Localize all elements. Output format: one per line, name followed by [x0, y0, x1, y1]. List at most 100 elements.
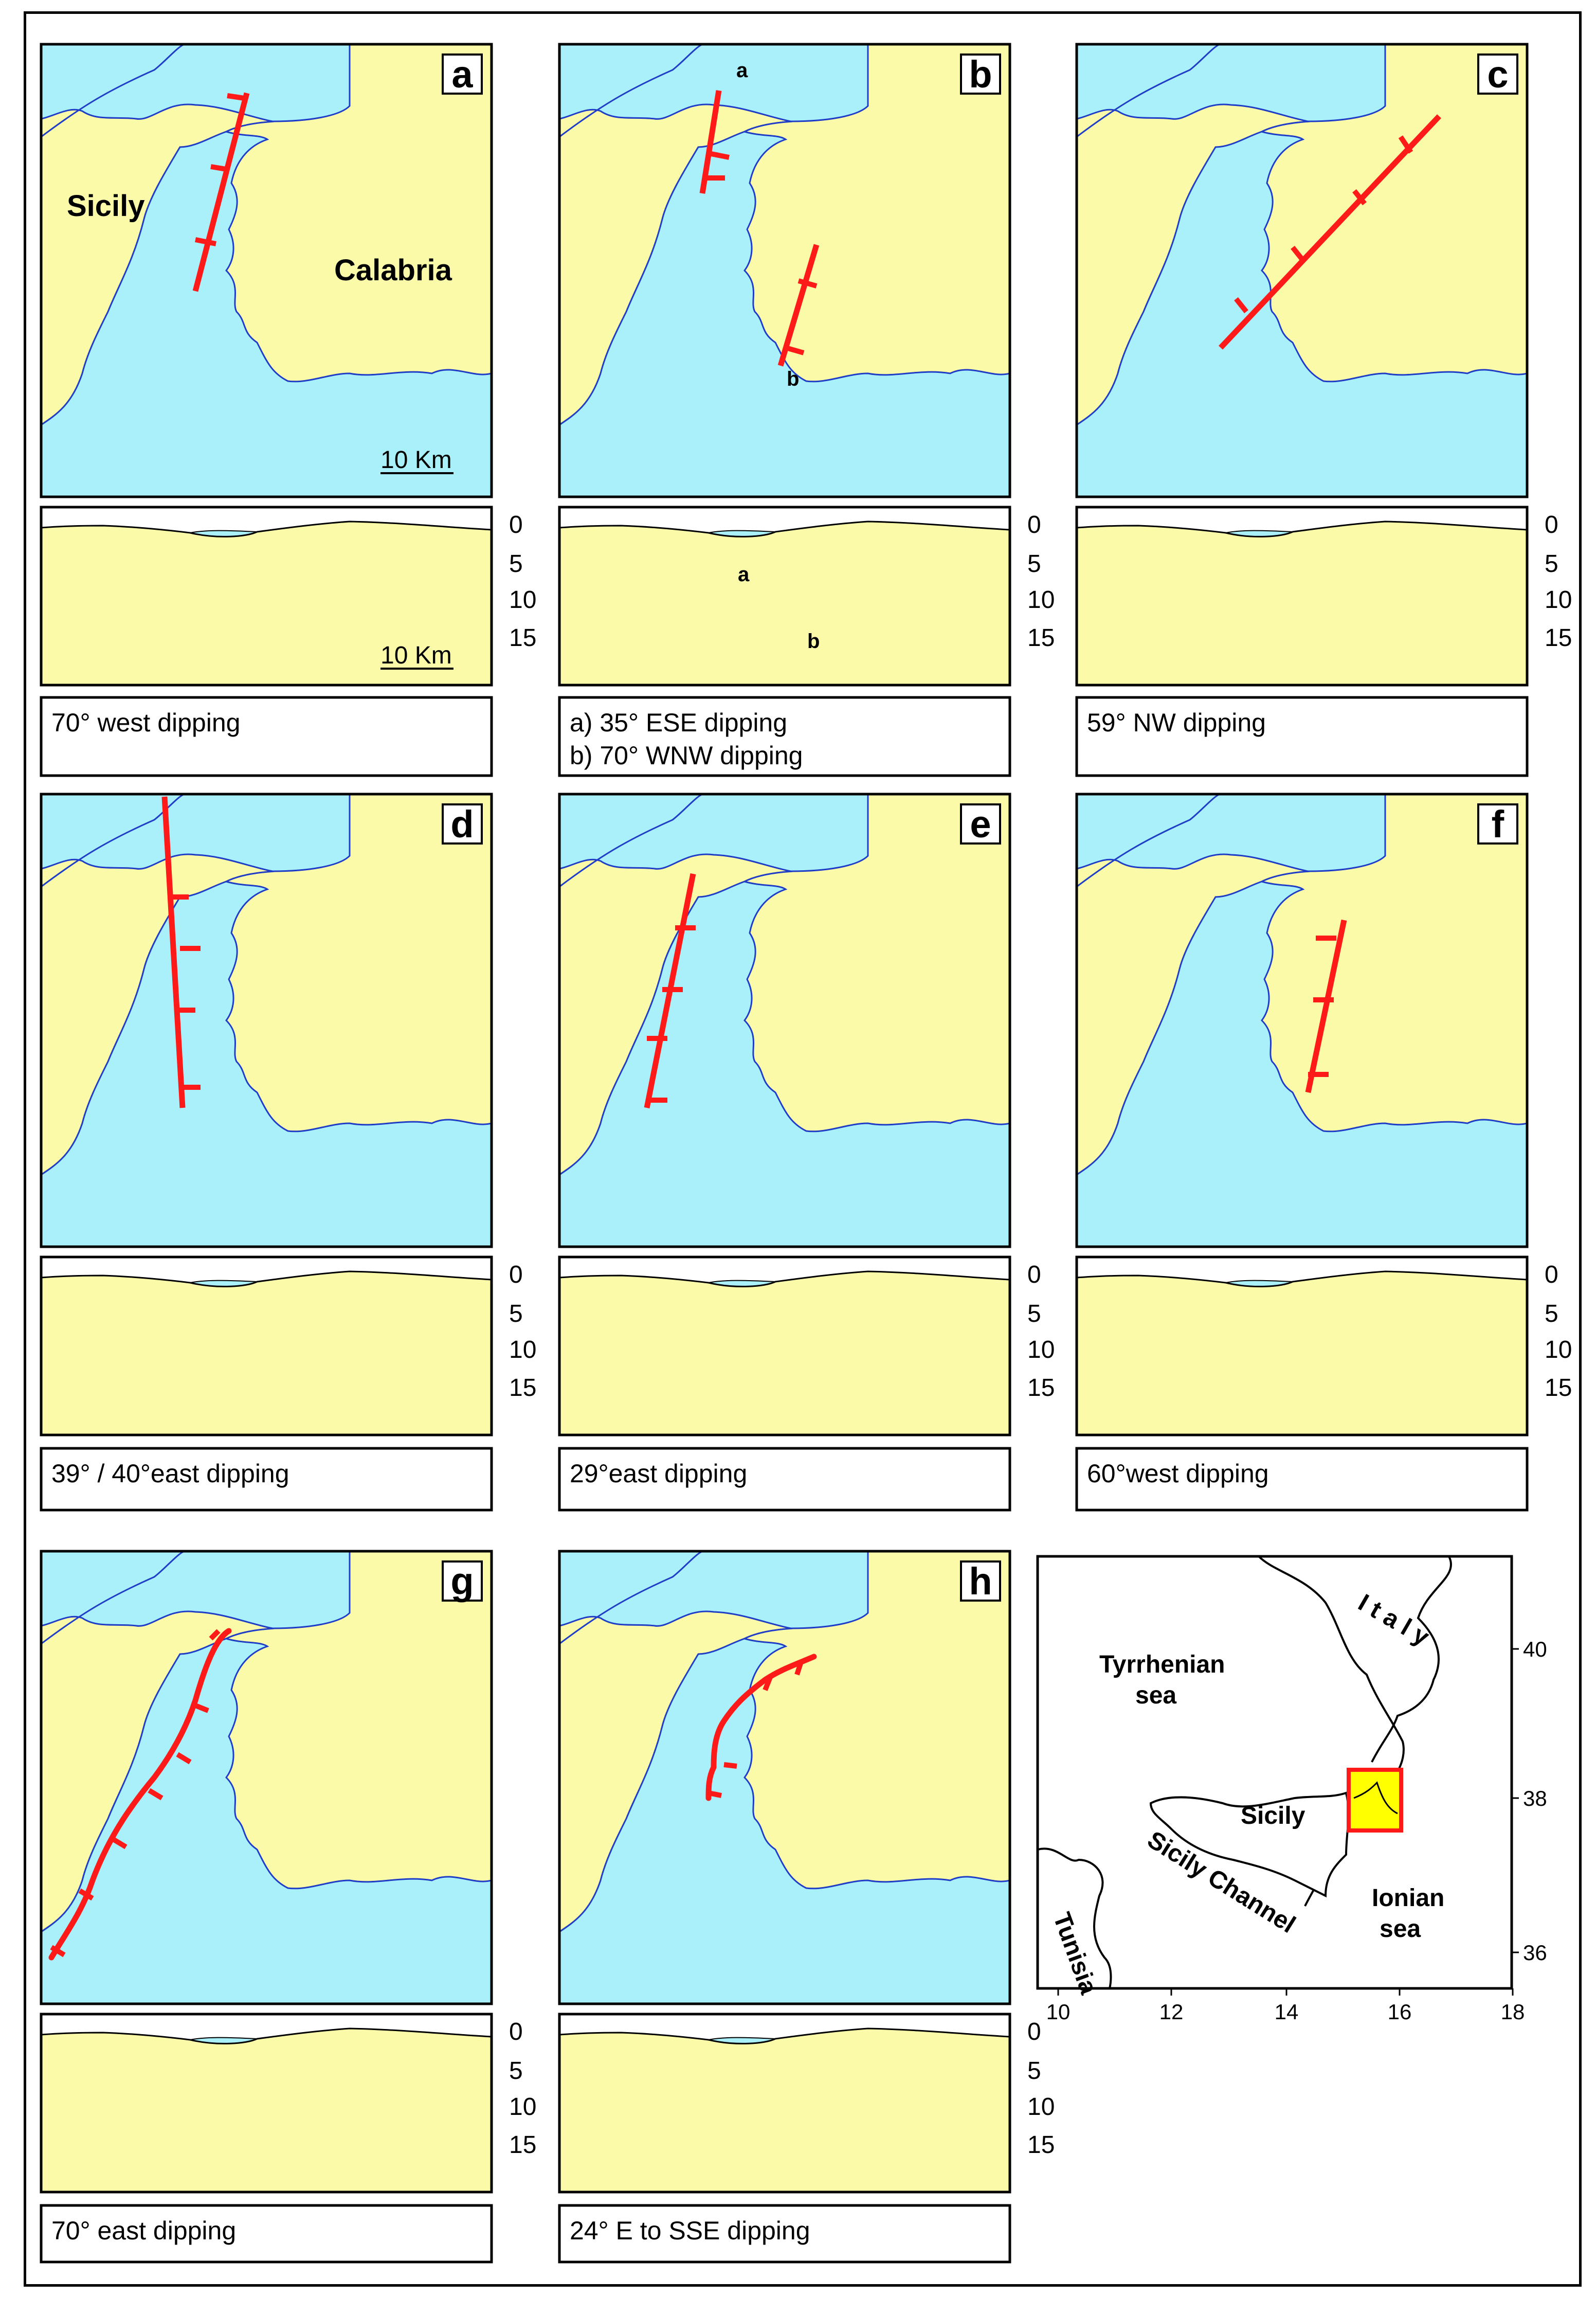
section-panel-c: [1077, 507, 1527, 685]
caption-text-b: a) 35° ESE dipping: [570, 708, 787, 737]
section-topography: [41, 2027, 492, 2044]
section-border-b: [558, 506, 1011, 687]
calabria-landmass: [224, 794, 492, 1133]
panel-letter-a: a: [451, 53, 473, 96]
label-sicily: Sicily: [67, 189, 145, 223]
fault-dip-tick: [1291, 245, 1305, 262]
panel-letter-box-a: a: [442, 53, 483, 96]
fault-dip-tick: [785, 345, 805, 355]
section-topography: [41, 520, 492, 537]
fault-trace-d: [161, 796, 186, 1108]
depth-tick-label: 0: [1027, 2018, 1041, 2045]
fault-dip-tick: [723, 1762, 737, 1769]
caption-text-c: 59° NW dipping: [1087, 708, 1266, 737]
section-crust: [559, 1257, 1010, 1435]
depth-tick-label: 5: [509, 550, 523, 578]
map-panel-a: [41, 44, 492, 497]
map-border-f: [1075, 793, 1529, 1248]
section-panel-b: [559, 507, 1010, 685]
map-border-d: [40, 793, 493, 1248]
inset-label-tyrrhenian-sea: sea: [1135, 1682, 1176, 1709]
section-sky: [41, 507, 492, 537]
northern-coastline: [41, 794, 186, 888]
section-sky: [41, 1257, 492, 1287]
inset-border: [1036, 1555, 1513, 1990]
calabria-landmass: [742, 44, 1010, 383]
northern-coastline: [41, 44, 186, 138]
scale-bar-label-section: 10 Km: [380, 642, 452, 669]
depth-tick-label: 5: [1545, 550, 1558, 578]
section-panel-g: [41, 2014, 492, 2192]
section-border-g: [40, 2013, 493, 2194]
section-border-h: [558, 2013, 1011, 2194]
section-panel-a: [41, 507, 492, 685]
fault-dip-tick: [1234, 297, 1248, 314]
section-crust: [41, 507, 492, 685]
section-border-a: [40, 506, 493, 687]
map-panel-e: [559, 794, 1010, 1247]
depth-tick-label: 15: [1545, 1374, 1572, 1402]
inset-lat-tick-label: 36: [1523, 1941, 1547, 1965]
panel-letter-frame: [1477, 53, 1518, 95]
caption-box-a: [40, 696, 493, 777]
panel-letter-box-g: g: [442, 1560, 483, 1603]
section-border-d: [40, 1255, 493, 1437]
sicily-landmass: [41, 103, 275, 426]
caption-box-c: [1075, 696, 1529, 777]
northern-coastline: [1077, 44, 1221, 138]
section-topography: [559, 2027, 1010, 2044]
caption-text-a: 70° west dipping: [51, 708, 240, 737]
panel-letter-d: d: [450, 803, 474, 846]
fault-trace-a: [192, 92, 250, 292]
calabria-landmass: [742, 1551, 1010, 1890]
inset-lat-tick-label: 38: [1523, 1786, 1547, 1810]
northern-coastline: [559, 794, 704, 888]
panel-letter-f: f: [1492, 803, 1504, 846]
map-panel-h: [559, 1551, 1010, 2004]
caption-text-d: 39° / 40°east dipping: [51, 1459, 289, 1488]
fault-trace-g: [48, 1628, 232, 1961]
depth-tick-label: 5: [1545, 1300, 1558, 1327]
depth-tick-label: 15: [509, 1374, 536, 1402]
depth-tick-label: 0: [509, 1261, 523, 1288]
depth-tick-label: 10: [1027, 2093, 1055, 2121]
section-sky: [1077, 1257, 1527, 1287]
section-topography: [559, 520, 1010, 537]
panel-letter-frame: [442, 53, 483, 95]
caption-text-f: 60°west dipping: [1087, 1459, 1269, 1488]
tunisia-coastline: [1038, 1847, 1112, 1988]
depth-tick-label: 10: [1545, 586, 1572, 614]
map-panel-b: [559, 44, 1010, 497]
inset-lat-tick-label: 40: [1523, 1637, 1547, 1661]
panel-letter-frame: [960, 1560, 1001, 1602]
depth-tick-label: 15: [1027, 1374, 1055, 1402]
section-crust: [1077, 1257, 1527, 1435]
section-panel-e: [559, 1257, 1010, 1435]
inset-location-map: [1038, 1556, 1512, 1988]
northern-coastline: [559, 1551, 704, 1645]
section-sky: [559, 1257, 1010, 1287]
panel-letter-frame: [960, 53, 1001, 95]
study-area-box: [1347, 1768, 1403, 1833]
depth-tick-label: 10: [1545, 1336, 1572, 1363]
section-topography: [1077, 1270, 1527, 1287]
inset-lon-tick-label: 16: [1388, 2000, 1412, 2024]
depth-tick-label: 5: [1027, 2057, 1041, 2085]
fault-dip-tick: [797, 278, 818, 289]
sicily-landmass: [559, 1610, 793, 1933]
inset-label-ionian-sea: sea: [1380, 1915, 1421, 1943]
map-border-b: [558, 43, 1011, 498]
depth-tick-label: 15: [509, 624, 536, 652]
calabria-landmass: [1259, 794, 1527, 1133]
section-fault-label-b: b: [807, 630, 820, 653]
calabria-landmass: [742, 794, 1010, 1133]
study-area-coast: [1353, 1781, 1398, 1815]
depth-tick-label: 10: [509, 2093, 536, 2121]
depth-tick-label: 10: [1027, 586, 1055, 614]
fault-dip-tick: [195, 237, 216, 246]
fault-dip-tick: [209, 1629, 221, 1641]
depth-tick-label: 0: [1027, 511, 1041, 538]
map-border-c: [1075, 43, 1529, 498]
section-sky: [559, 2014, 1010, 2044]
section-topography: [1077, 520, 1527, 537]
